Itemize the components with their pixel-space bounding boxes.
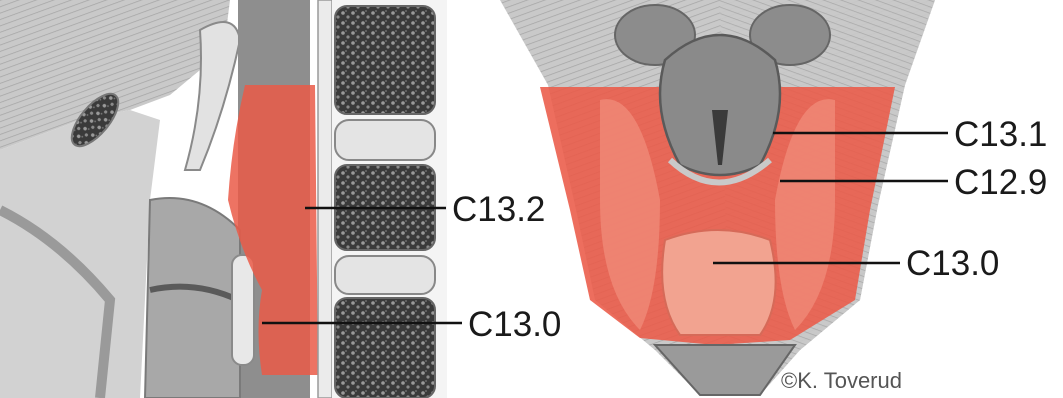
copyright-credit: ©K. Toverud: [781, 370, 902, 392]
arytenoid: [232, 255, 254, 365]
vertebral-body-1: [335, 6, 435, 114]
label-right-top: C13.1: [954, 117, 1047, 152]
right-posterior-view: [500, 0, 935, 395]
label-right-bottom: C13.0: [906, 246, 999, 281]
intervertebral-disc-1: [335, 120, 435, 160]
vertebral-body-3: [335, 298, 435, 398]
left-sagittal-view: [0, 0, 447, 398]
intervertebral-disc-2: [335, 256, 435, 294]
label-right-middle: C12.9: [954, 165, 1047, 200]
neck-soft-tissue: [0, 110, 160, 398]
prevertebral-layer: [318, 0, 332, 398]
postcricoid-region: [662, 230, 775, 335]
label-left-upper: C13.2: [452, 192, 545, 227]
label-left-lower: C13.0: [468, 307, 561, 342]
